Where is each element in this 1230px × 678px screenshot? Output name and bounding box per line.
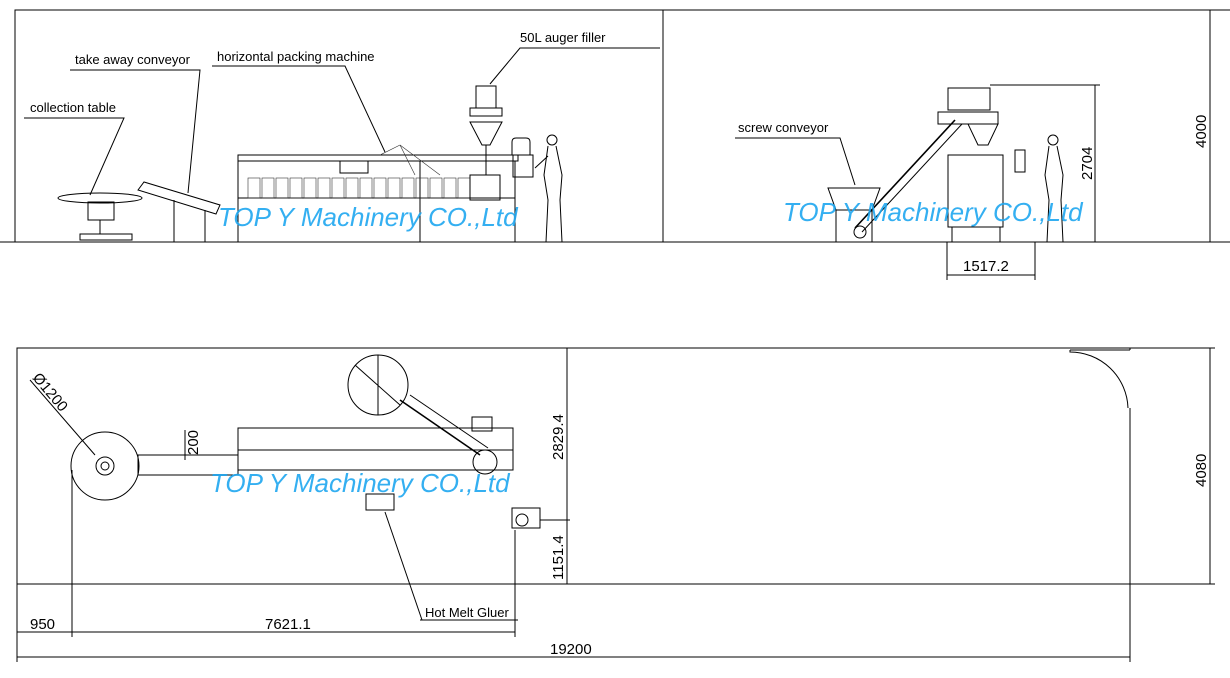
dim-height-total: 4000	[1193, 115, 1210, 148]
dim-plan-upper: 2829.4	[550, 414, 567, 460]
plan-view-drawing	[70, 354, 541, 529]
dim-conveyor-width: 200	[185, 430, 202, 455]
watermark-side: TOP Y Machinery CO.,Ltd	[783, 197, 1084, 227]
label-take-away-conveyor: take away conveyor	[75, 52, 191, 67]
packing-machine-drawing	[237, 137, 534, 242]
dim-plan-lower: 1151.4	[550, 535, 567, 580]
dim-offset-left: 950	[30, 616, 55, 633]
label-screw-conveyor: screw conveyor	[738, 120, 829, 135]
label-hot-melt-gluer: Hot Melt Gluer	[425, 605, 509, 620]
dim-total-length: 19200	[550, 641, 592, 658]
collection-table-drawing	[57, 192, 143, 241]
side-view-drawing	[827, 87, 1064, 243]
watermark-plan: TOP Y Machinery CO.,Ltd	[210, 468, 511, 498]
leader-lines	[24, 47, 856, 621]
hot-melt-gluer-box	[365, 493, 395, 511]
label-auger-filler: 50L auger filler	[520, 30, 606, 45]
dimension-lines	[16, 9, 1230, 662]
dim-height-filler: 2704	[1079, 147, 1096, 180]
dim-plan-width: 4080	[1193, 454, 1210, 487]
dim-table-diameter: Ø1200	[29, 370, 71, 415]
auger-filler-drawing	[469, 85, 503, 201]
take-away-conveyor-drawing	[137, 181, 221, 242]
label-collection-table: collection table	[30, 100, 116, 115]
plan-view-frame	[16, 347, 1131, 585]
dim-machine-length: 7621.1	[265, 616, 311, 633]
watermark-front: TOP Y Machinery CO.,Ltd	[218, 202, 519, 232]
dim-width-side: 1517.2	[963, 258, 1009, 275]
label-horizontal-packing-machine: horizontal packing machine	[217, 49, 375, 64]
operator-figure	[534, 134, 563, 243]
